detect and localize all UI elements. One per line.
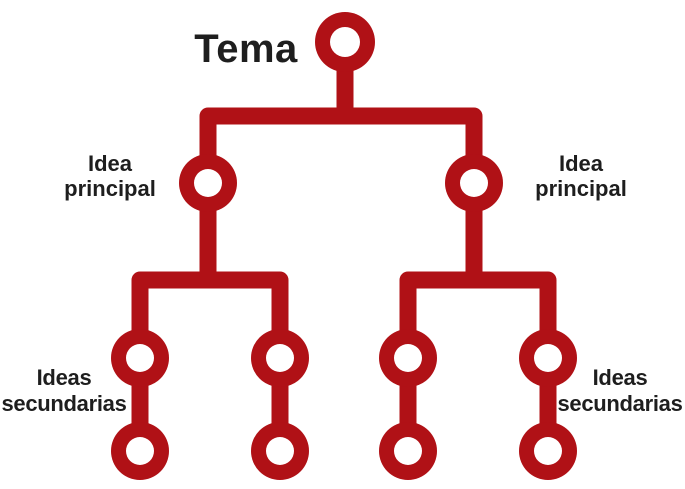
secondary-node-4-upper (519, 329, 577, 387)
main-idea-label-right-line2: principal (535, 176, 627, 201)
secondary-node-1-upper (111, 329, 169, 387)
main-idea-label-left-line1: Idea (87, 151, 133, 176)
connector-main-left-to-secondary (131, 271, 289, 358)
secondary-node-3-lower (379, 422, 437, 480)
main-idea-node-right (445, 154, 503, 212)
main-idea-label-right: Idea principal (535, 151, 627, 201)
root-label: Tema (194, 27, 298, 71)
secondary-ideas-label-left-line1: Ideas (36, 365, 92, 390)
secondary-node-3-upper (379, 329, 437, 387)
connector-secondary-chains (131, 358, 557, 451)
main-idea-label-left-line2: principal (64, 176, 156, 201)
main-idea-node-left (179, 154, 237, 212)
secondary-ideas-label-left: Ideas secundarias (1, 365, 126, 417)
secondary-ideas-label-right-line1: Ideas (592, 365, 648, 390)
root-node (315, 12, 375, 72)
main-idea-label-left: Idea principal (64, 151, 156, 201)
secondary-ideas-label-right-line2: secundarias (557, 391, 683, 416)
connector-main-right-to-secondary (399, 271, 557, 358)
secondary-node-4-lower (519, 422, 577, 480)
secondary-ideas-label-left-line2: secundarias (1, 391, 127, 416)
connector-root-to-main (199, 107, 483, 184)
secondary-node-2-upper (251, 329, 309, 387)
secondary-node-2-lower (251, 422, 309, 480)
main-idea-label-right-line1: Idea (558, 151, 604, 176)
secondary-node-1-lower (111, 422, 169, 480)
secondary-ideas-label-right: Ideas secundarias (557, 365, 682, 417)
